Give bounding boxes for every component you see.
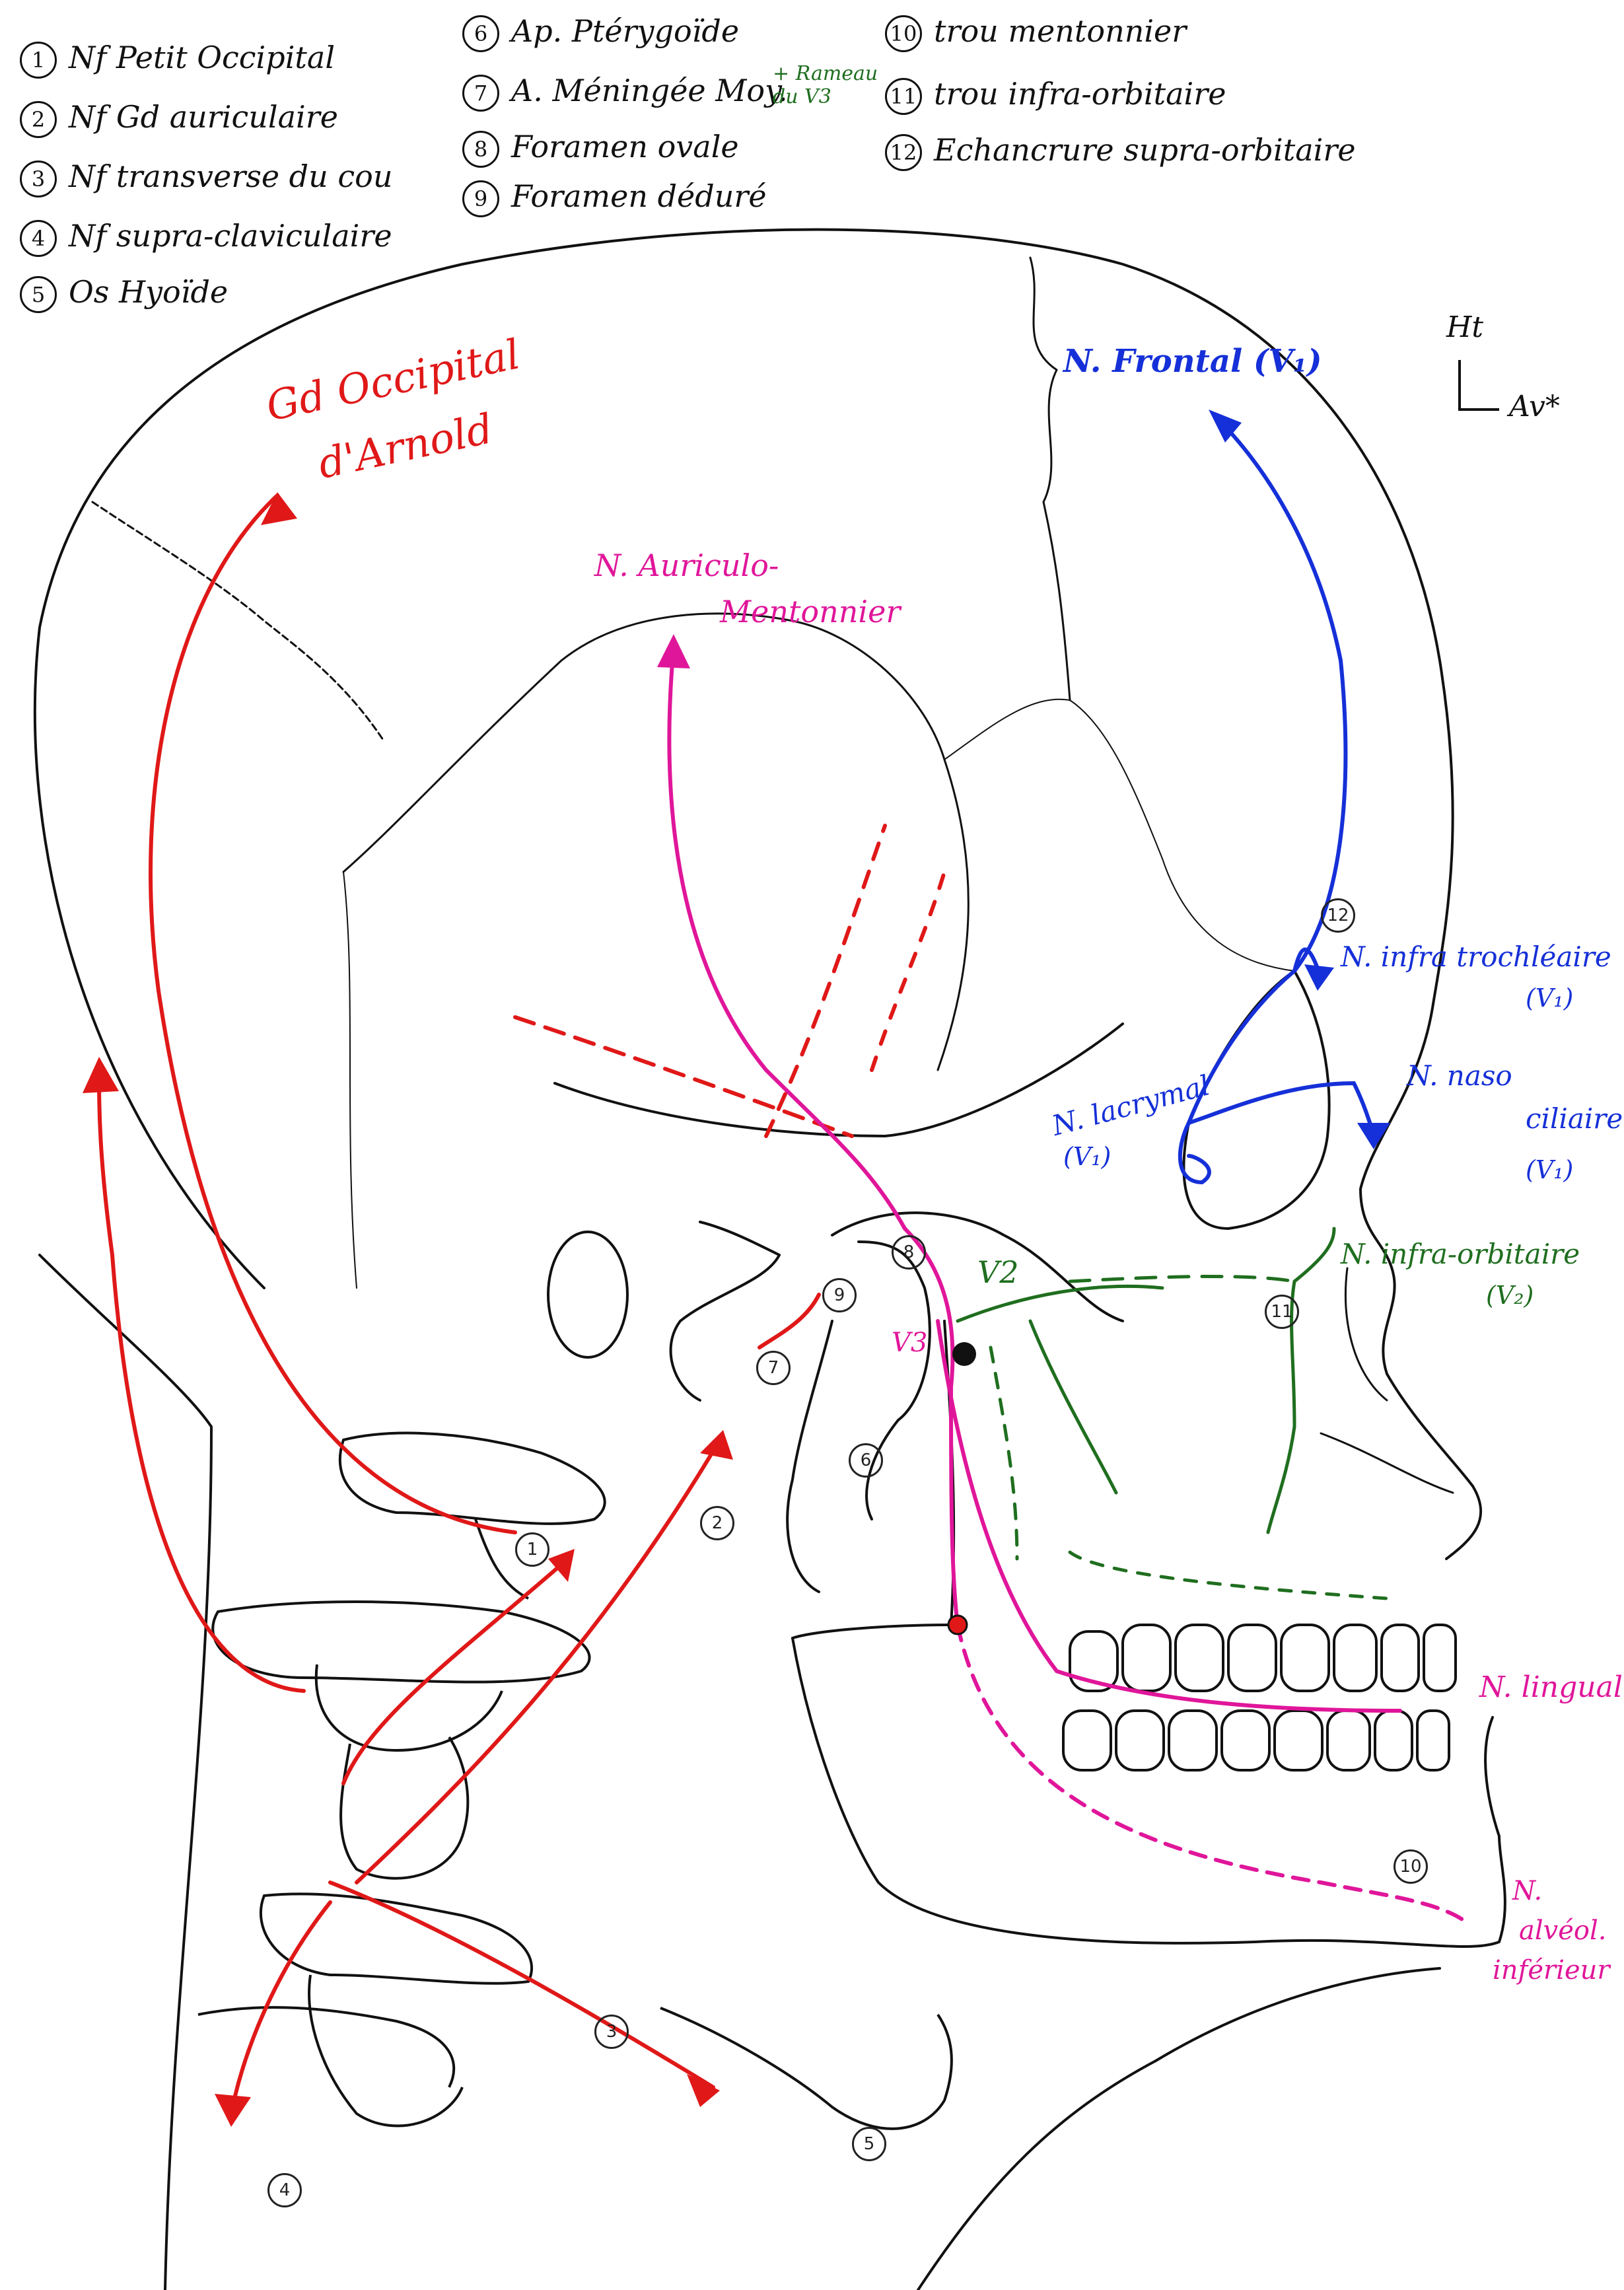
cervical-plexus-nerves xyxy=(97,493,946,2116)
cervical-vertebrae xyxy=(197,1431,606,2128)
label-frontal-nerve: N. Frontal (V₁) xyxy=(1063,343,1322,380)
label-lacrymal-v1: (V₁) xyxy=(1063,1142,1112,1171)
marker-1: 1 xyxy=(515,1532,549,1567)
ophthalmic-nerve-v1 xyxy=(1178,414,1376,1185)
label-v2: V2 xyxy=(977,1254,1019,1290)
teeth xyxy=(1062,1624,1457,1771)
label-infra-trochleaire: N. infra trochléaire xyxy=(1341,941,1611,973)
orientation-forward: Av* xyxy=(1509,390,1560,423)
marker-6: 6 xyxy=(849,1443,883,1478)
skull-outline xyxy=(33,228,1506,2290)
marker-10: 10 xyxy=(1394,1849,1428,1884)
label-naso-ciliaire-2: ciliaire xyxy=(1526,1102,1623,1135)
marker-7: 7 xyxy=(756,1351,791,1385)
label-lingual-nerve: N. lingual xyxy=(1479,1670,1623,1704)
label-v3: V3 xyxy=(892,1328,928,1358)
label-alveolaire-2: alvéol. xyxy=(1519,1915,1607,1946)
v1-arrowheads xyxy=(1209,410,1390,1149)
marker-4: 4 xyxy=(267,2173,302,2207)
marker-9: 9 xyxy=(822,1278,857,1312)
label-alveolaire-3: inférieur xyxy=(1493,1955,1610,1986)
label-alveolaire-1: N. xyxy=(1512,1876,1543,1906)
label-auriculo-temporal-1: N. Auriculo- xyxy=(594,548,779,583)
legend-note-rameau-v3: + Rameau du V3 xyxy=(773,62,878,108)
label-naso-ciliaire-v1: (V₁) xyxy=(1526,1155,1574,1184)
marker-3: 3 xyxy=(594,2015,629,2049)
cervical-arrowheads xyxy=(83,492,733,2127)
mandibular-nerve-v3 xyxy=(667,645,1468,1924)
label-infra-trochleaire-v1: (V₁) xyxy=(1526,984,1574,1013)
foramen-dots xyxy=(947,1342,976,1635)
marker-2: 2 xyxy=(700,1506,734,1540)
marker-5: 5 xyxy=(852,2127,886,2161)
v3-arrowheads xyxy=(657,634,690,668)
label-infra-orbitaire-v2: (V₂) xyxy=(1486,1281,1534,1310)
label-infra-orbitaire: N. infra-orbitaire xyxy=(1341,1238,1580,1270)
label-auriculo-temporal-2: Mentonnier xyxy=(720,594,901,629)
marker-12: 12 xyxy=(1321,898,1355,933)
hyoid-bone xyxy=(660,2007,953,2130)
orientation-up: Ht xyxy=(1446,310,1484,344)
orientation-axes-icon xyxy=(1458,360,1499,411)
label-naso-ciliaire-1: N. naso xyxy=(1407,1059,1512,1092)
marker-8: 8 xyxy=(892,1235,926,1270)
maxillary-nerve-v2 xyxy=(956,1227,1389,1600)
marker-11: 11 xyxy=(1265,1295,1299,1329)
